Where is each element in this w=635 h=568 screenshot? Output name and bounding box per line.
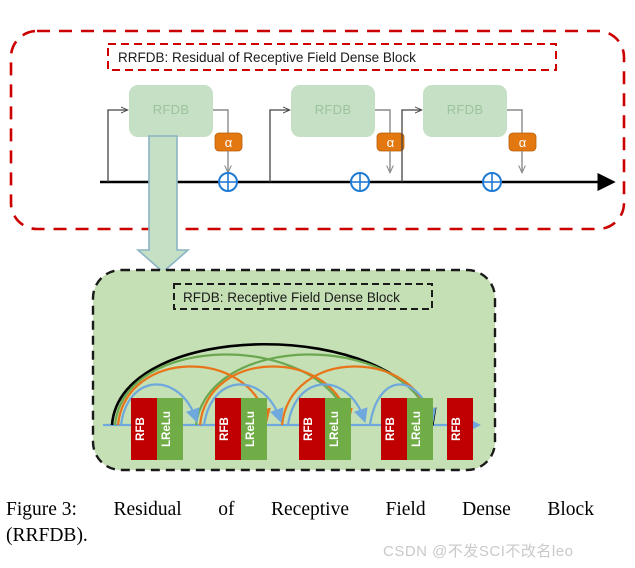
skip-arc-green-1-4	[194, 353, 434, 426]
caption-word-2: Receptive	[271, 499, 349, 520]
lrelu-block-4-label: LReLu	[411, 411, 423, 447]
rfb-block-2	[215, 398, 241, 460]
caption-label: Figure 3:	[6, 499, 77, 520]
rfdb-block-1	[129, 85, 213, 137]
branch-in-2	[269, 110, 289, 182]
caption-word-1: of	[218, 499, 235, 520]
caption-word-0: Residual	[113, 499, 182, 520]
lrelu-block-1-label: LReLu	[161, 411, 173, 447]
scale-path-3	[507, 109, 523, 133]
rfb-block-4-label: RFB	[385, 417, 397, 441]
rfb-block-1-label: RFB	[135, 417, 147, 441]
caption-word-3: Field	[385, 499, 426, 520]
rfdb-title-box	[173, 283, 433, 310]
branch-in-1	[107, 110, 127, 182]
rfdb-block-2-label: RFDB	[315, 102, 352, 117]
csdn-watermark: CSDN @不发SCI不改名leo	[383, 543, 574, 560]
lrelu-block-1	[157, 398, 183, 460]
lrelu-block-2-label: LReLu	[245, 411, 257, 447]
rrfdb-outer-panel	[9, 29, 626, 231]
caption-word-4: Dense	[462, 499, 511, 520]
skip-arc-blue-2-3	[286, 383, 368, 426]
rrfdb-title-box	[107, 43, 557, 71]
lrelu-block-2	[241, 398, 267, 460]
scale-box-1-label: α	[225, 135, 233, 150]
rfdb-block-3-label: RFDB	[447, 102, 484, 117]
rfb-block-final-label: RFB	[451, 417, 463, 441]
rrfdb-title-text: RRFDB: Residual of Receptive Field Dense…	[118, 50, 416, 65]
rfb-block-3-label: RFB	[303, 417, 315, 441]
expand-down-arrow[interactable]	[135, 135, 191, 274]
skip-arc-blue-0-1	[119, 383, 200, 426]
skip-arc-blue-1-2	[202, 383, 284, 426]
rfb-block-2-label: RFB	[219, 417, 231, 441]
caption-line-2: (RRFDB).	[6, 525, 88, 547]
skip-arc-orange-1-3	[198, 365, 353, 426]
diagram-svg: RRFDB: Residual of Receptive Field Dense…	[9, 29, 626, 472]
lrelu-block-3	[325, 398, 351, 460]
scale-path-2	[375, 109, 391, 133]
rfb-block-1	[131, 398, 157, 460]
scale-path-1	[213, 109, 229, 133]
scale-box-3-label: α	[519, 135, 527, 150]
rfdb-block-2	[291, 85, 375, 137]
lrelu-block-3-label: LReLu	[329, 411, 341, 447]
skip-arc-green-0-3	[113, 353, 352, 426]
caption-word-5: Block	[547, 499, 594, 520]
rfb-block-4	[381, 398, 407, 460]
lrelu-block-4	[407, 398, 433, 460]
rfdb-title-text: RFDB: Receptive Field Dense Block	[183, 290, 400, 305]
rfb-block-final	[447, 398, 473, 460]
rfb-block-3	[299, 398, 325, 460]
skip-arc-orange-0-2	[116, 365, 271, 426]
branch-in-3	[401, 110, 421, 182]
figure-caption: Figure 3: Residual of Receptive Field De…	[6, 497, 606, 550]
rfdb-block-1-label: RFDB	[153, 102, 190, 117]
scale-box-2-label: α	[387, 135, 395, 150]
rfdb-block-3	[423, 85, 507, 137]
